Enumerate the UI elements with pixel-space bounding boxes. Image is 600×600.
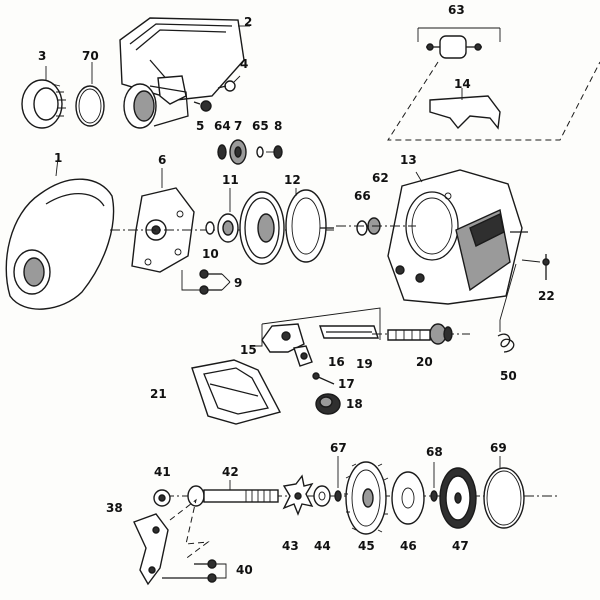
part-15-lever bbox=[250, 307, 381, 353]
part-46-disc bbox=[391, 471, 425, 525]
label-66: 66 bbox=[354, 189, 371, 203]
part-67-ring bbox=[334, 456, 342, 502]
label-11: 11 bbox=[222, 173, 239, 187]
part-14-bracket bbox=[429, 88, 501, 130]
label-38: 38 bbox=[106, 501, 123, 515]
label-69: 69 bbox=[490, 441, 507, 455]
label-47: 47 bbox=[452, 539, 469, 553]
part-9-screws bbox=[181, 269, 231, 295]
label-22: 22 bbox=[538, 289, 555, 303]
label-13: 13 bbox=[400, 153, 417, 167]
label-62: 62 bbox=[372, 171, 389, 185]
part-11-bushing bbox=[217, 188, 239, 243]
label-3: 3 bbox=[38, 49, 46, 63]
label-19: 19 bbox=[356, 357, 373, 371]
part-19-bar bbox=[319, 325, 379, 339]
label-14: 14 bbox=[454, 77, 471, 91]
part-65-washer bbox=[256, 146, 264, 158]
part-63-group bbox=[387, 27, 600, 141]
part-17-spring bbox=[312, 372, 335, 385]
label-9: 9 bbox=[234, 276, 242, 290]
label-68: 68 bbox=[426, 445, 443, 459]
part-68-ring bbox=[430, 462, 438, 502]
part-22-pin bbox=[521, 254, 550, 280]
part-20-pinion bbox=[372, 323, 470, 345]
label-21: 21 bbox=[150, 387, 167, 401]
label-65: 65 bbox=[252, 119, 269, 133]
part-70-o-ring bbox=[75, 62, 105, 127]
part-4-screw bbox=[217, 75, 241, 92]
spool-part bbox=[239, 191, 285, 265]
label-40: 40 bbox=[236, 563, 253, 577]
label-16: 16 bbox=[328, 355, 345, 369]
label-70: 70 bbox=[82, 49, 99, 63]
label-45: 45 bbox=[358, 539, 375, 553]
part-10-ring bbox=[205, 221, 215, 235]
label-2: 2 bbox=[244, 15, 252, 29]
part-2-cover bbox=[119, 17, 250, 105]
label-43: 43 bbox=[282, 539, 299, 553]
part-3-ring-nut bbox=[21, 66, 66, 129]
collar-part bbox=[123, 83, 189, 129]
part-8-screw bbox=[266, 145, 283, 159]
label-7: 7 bbox=[234, 119, 242, 133]
part-38-lever bbox=[133, 498, 210, 586]
label-42: 42 bbox=[222, 465, 239, 479]
part-40-screws bbox=[162, 559, 227, 583]
label-63: 63 bbox=[448, 3, 465, 17]
part-18-knob bbox=[315, 393, 341, 415]
label-41: 41 bbox=[154, 465, 171, 479]
label-15: 15 bbox=[240, 343, 257, 357]
part-13-frame bbox=[387, 169, 528, 305]
label-50: 50 bbox=[500, 369, 517, 383]
label-18: 18 bbox=[346, 397, 363, 411]
part-16-pin bbox=[293, 345, 313, 367]
label-4: 4 bbox=[240, 57, 248, 71]
part-43-ratchet bbox=[282, 474, 314, 516]
part-50-spring bbox=[497, 263, 517, 353]
part-1-side-cover bbox=[5, 157, 115, 310]
part-64-washer bbox=[217, 144, 227, 160]
label-46: 46 bbox=[400, 539, 417, 553]
part-66-washer bbox=[356, 220, 368, 236]
label-6: 6 bbox=[158, 153, 166, 167]
part-41-nut bbox=[153, 489, 171, 507]
part-47-drag-washer bbox=[439, 467, 477, 529]
label-5: 5 bbox=[196, 119, 204, 133]
label-64: 64 bbox=[214, 119, 231, 133]
part-45-main-gear bbox=[344, 461, 390, 535]
label-12: 12 bbox=[284, 173, 301, 187]
label-44: 44 bbox=[314, 539, 331, 553]
part-69-ring bbox=[483, 456, 525, 529]
label-1: 1 bbox=[54, 151, 62, 165]
label-17: 17 bbox=[338, 377, 355, 391]
part-44-washer bbox=[313, 485, 331, 507]
part-12-disc bbox=[285, 188, 334, 263]
part-labels: 3 70 2 4 5 63 14 64 7 65 8 1 6 11 12 13 … bbox=[38, 3, 555, 577]
label-20: 20 bbox=[416, 355, 433, 369]
part-7-gear bbox=[229, 139, 247, 165]
part-5-screw bbox=[193, 100, 212, 112]
part-21-thumb-bar bbox=[191, 359, 282, 425]
label-10: 10 bbox=[202, 247, 219, 261]
label-8: 8 bbox=[274, 119, 282, 133]
part-42-shaft bbox=[187, 480, 279, 507]
part-6-side-plate bbox=[131, 168, 195, 273]
label-67: 67 bbox=[330, 441, 347, 455]
